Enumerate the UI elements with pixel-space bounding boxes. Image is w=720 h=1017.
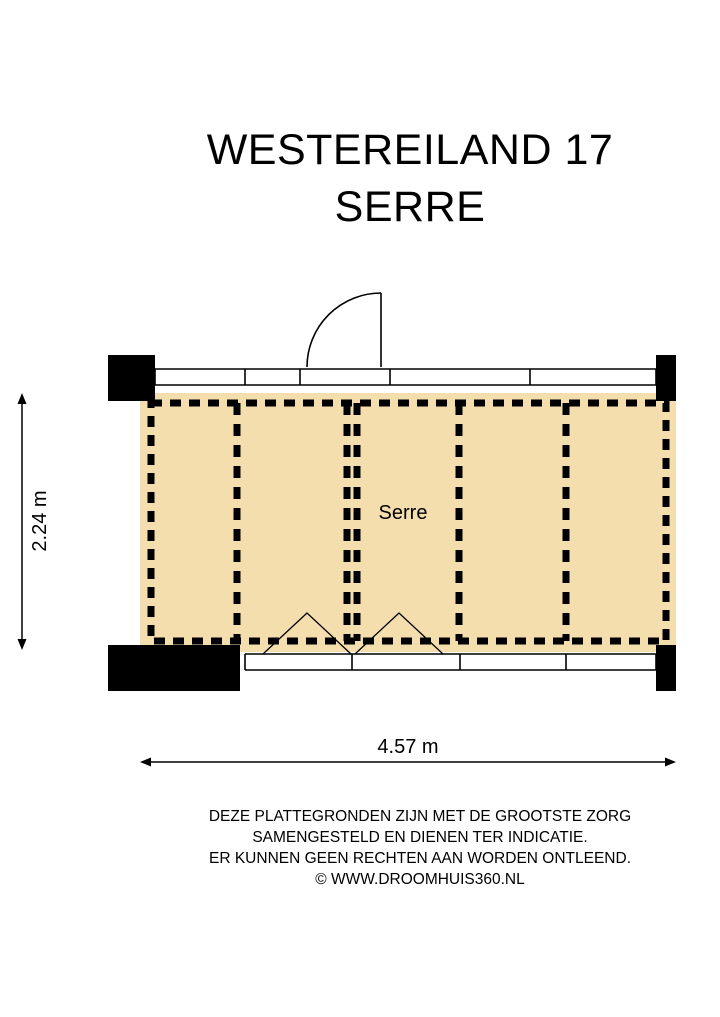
wall-bottom-left bbox=[108, 645, 240, 691]
walls bbox=[108, 355, 676, 691]
width-arrow-left-icon bbox=[140, 757, 151, 767]
height-dimension-label: 2.24 m bbox=[29, 490, 51, 551]
wall-top-right bbox=[656, 355, 676, 401]
glass-wall-dashes bbox=[147, 399, 670, 645]
wall-bottom-right bbox=[656, 645, 676, 691]
swing-triangle-left bbox=[262, 612, 352, 655]
door-swing-triangles bbox=[262, 612, 444, 655]
disclaimer-line-3: ER KUNNEN GEEN RECHTEN AAN WORDEN ONTLEE… bbox=[209, 850, 631, 867]
width-dimension: 4.57 m bbox=[140, 736, 676, 767]
door-swing-arc bbox=[306, 292, 382, 368]
disclaimer-line-4: © WWW.DROOMHUIS360.NL bbox=[315, 871, 525, 888]
width-arrow-right-icon bbox=[665, 757, 676, 767]
disclaimer: DEZE PLATTEGRONDEN ZIJN MET DE GROOTSTE … bbox=[120, 806, 720, 890]
top-window bbox=[154, 368, 657, 386]
disclaimer-line-2: SAMENGESTELD EN DIENEN TER INDICATIE. bbox=[252, 829, 588, 846]
page-title: WESTEREILAND 17 SERRE bbox=[100, 122, 720, 236]
width-dimension-label: 4.57 m bbox=[377, 736, 438, 758]
disclaimer-line-1: DEZE PLATTEGRONDEN ZIJN MET DE GROOTSTE … bbox=[208, 808, 632, 825]
height-dimension: 2.24 m bbox=[17, 393, 51, 650]
title-line2: SERRE bbox=[334, 183, 486, 231]
title-line1: WESTEREILAND 17 bbox=[206, 126, 614, 174]
wall-top-left bbox=[108, 355, 155, 401]
door bbox=[306, 292, 382, 368]
room-label: Serre bbox=[379, 502, 428, 524]
height-arrow-up-icon bbox=[17, 393, 27, 404]
serre-floor bbox=[140, 393, 676, 652]
swing-triangle-right bbox=[354, 612, 444, 655]
height-arrow-down-icon bbox=[17, 639, 27, 650]
bottom-window bbox=[244, 653, 657, 671]
